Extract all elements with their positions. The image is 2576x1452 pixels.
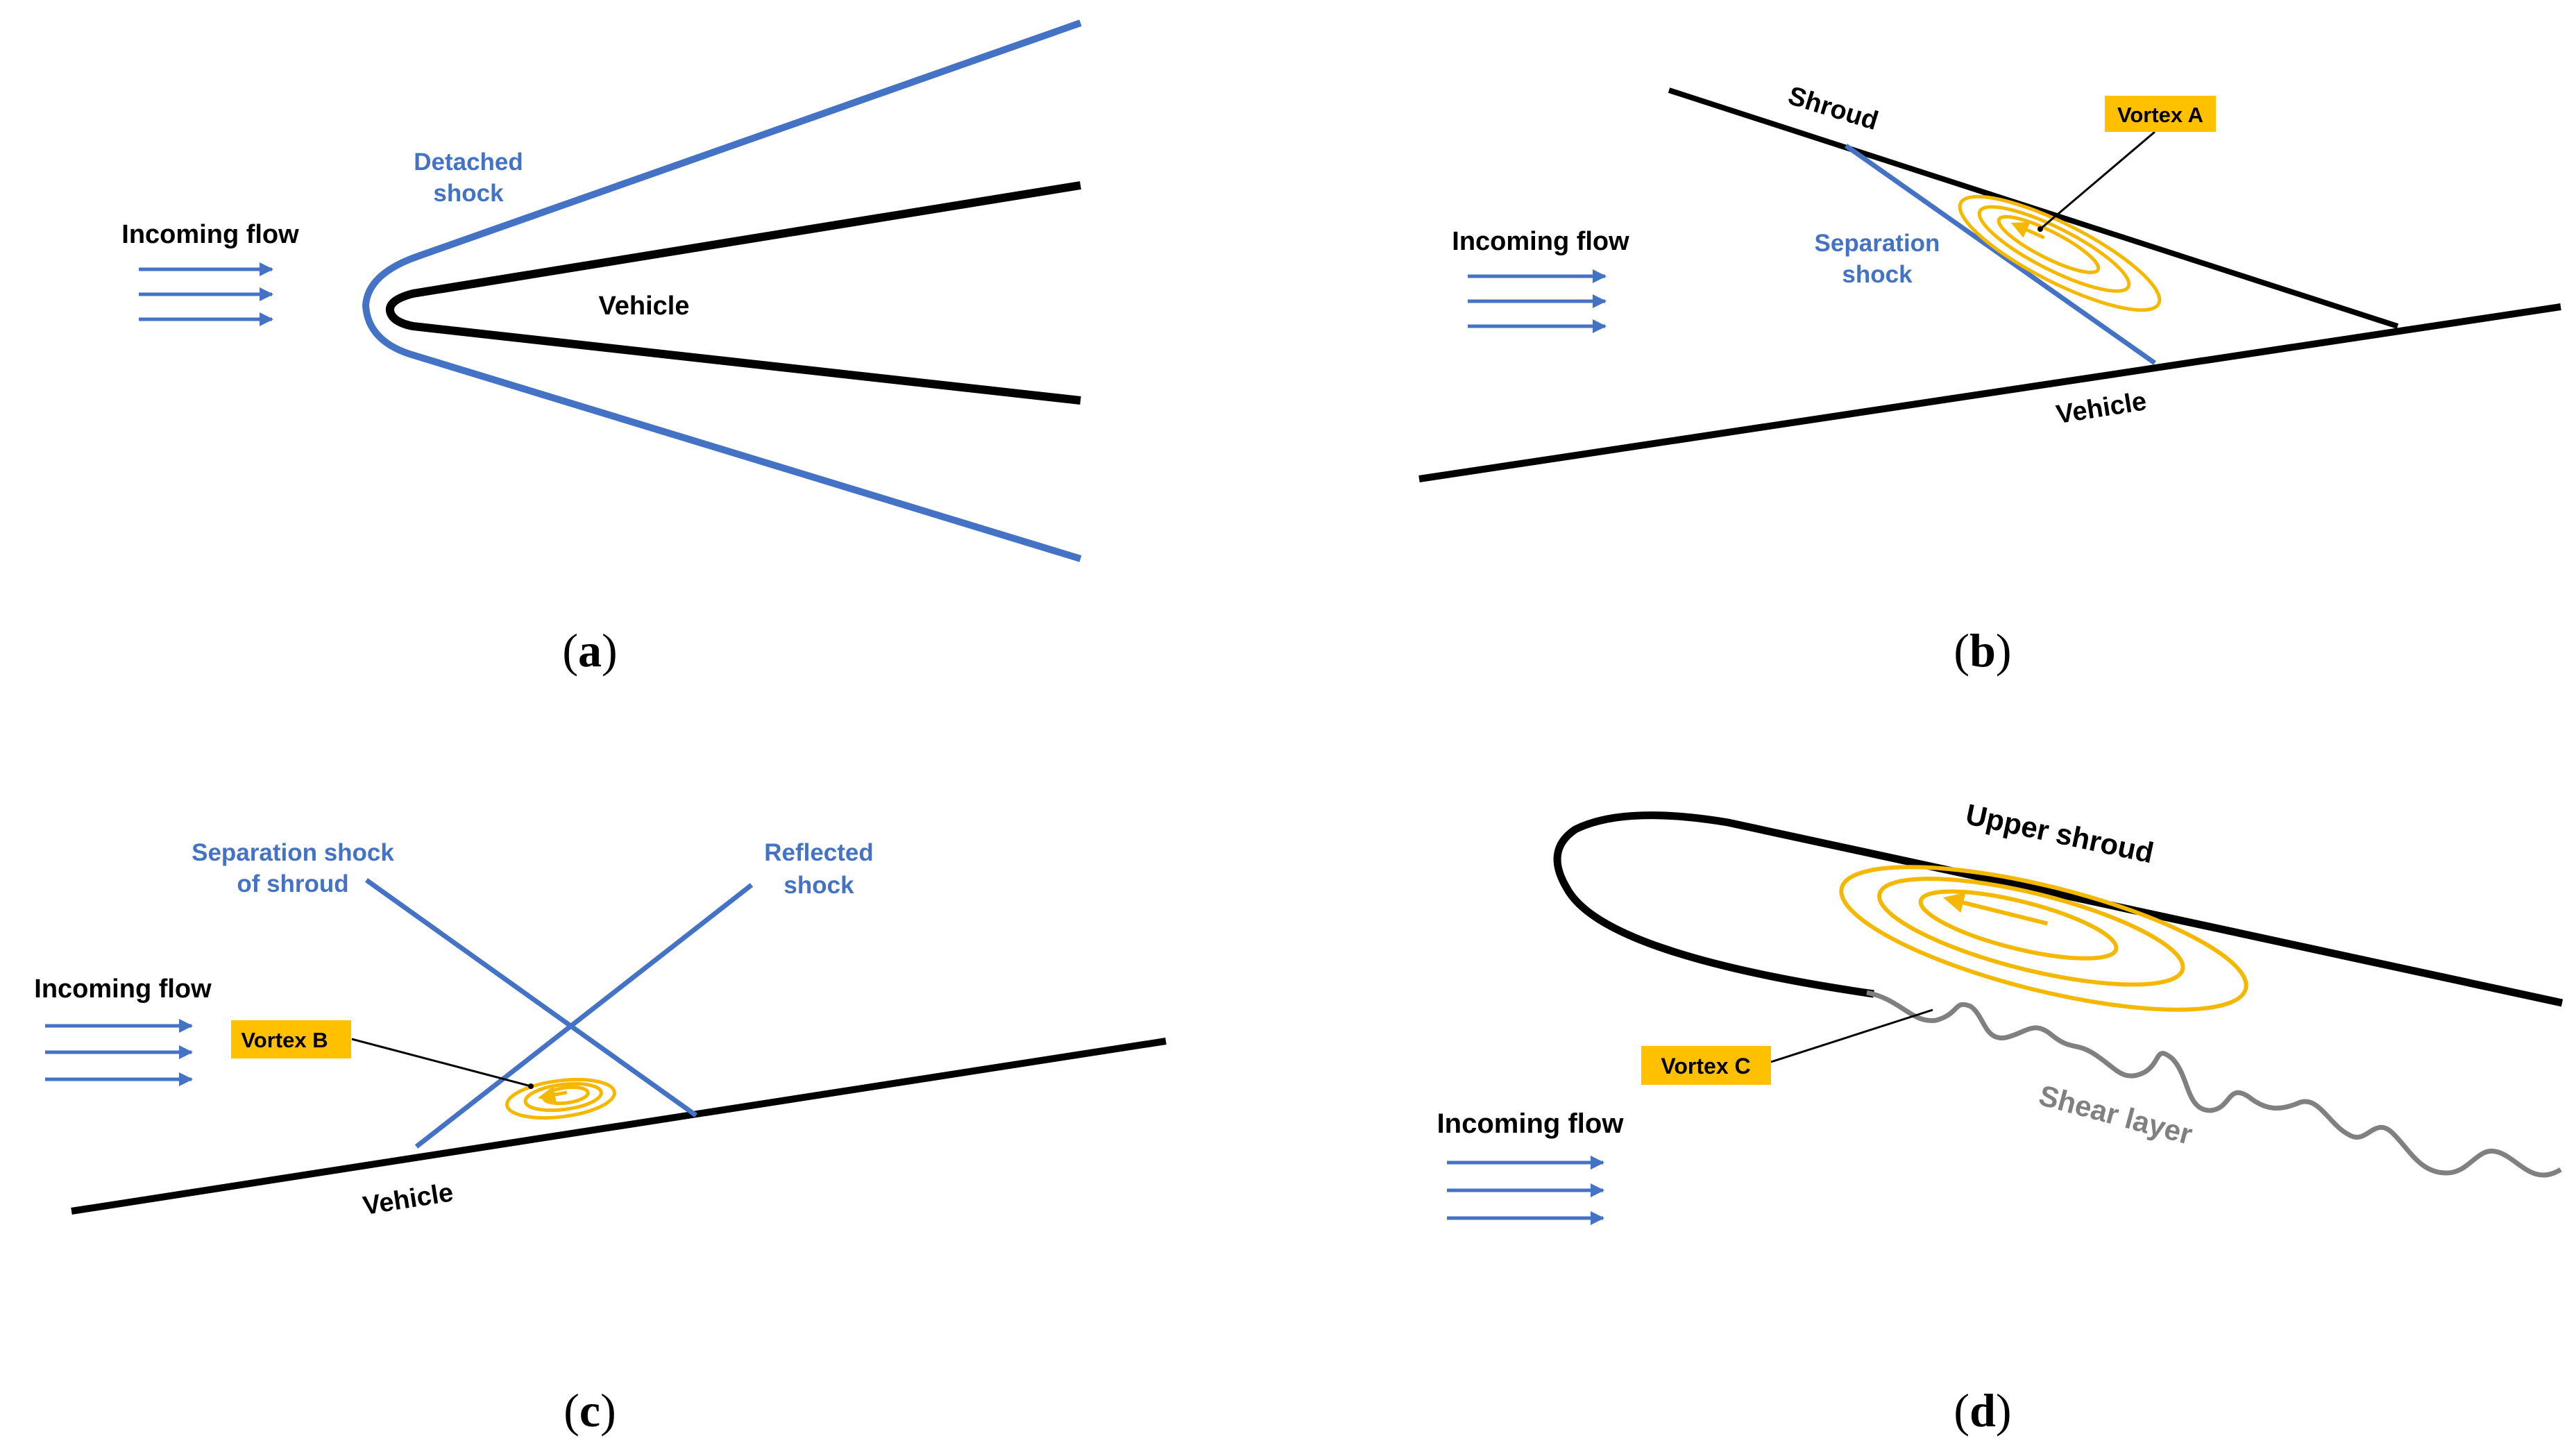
vortex-c-leader-line — [1770, 1008, 1933, 1063]
reflected-shock — [414, 883, 754, 1149]
vehicle-label-c: Vehicle — [361, 1178, 455, 1221]
incoming-flow-label-d: Incoming flow — [1437, 1108, 1625, 1139]
reflected-shock-label-line2: shock — [783, 872, 854, 899]
incoming-flow-arrows-a — [139, 262, 273, 326]
incoming-flow-label-b: Incoming flow — [1452, 227, 1629, 256]
upper-shroud — [1553, 811, 2564, 1007]
separation-shock-b — [1844, 144, 2157, 365]
incoming-flow-arrows-d — [1447, 1156, 1604, 1225]
vehicle-line-b — [1418, 303, 2561, 482]
panel-label-a: (a) — [562, 624, 617, 677]
upper-shroud-label: Upper shroud — [1963, 797, 2156, 869]
vortex-b-spiral — [505, 1077, 616, 1120]
panel-label-d: (d) — [1954, 1384, 2011, 1437]
vehicle-line-c — [71, 1038, 1167, 1215]
detached-shock — [362, 19, 1082, 562]
panel-b: Incoming flow Shroud Vehicle Separation … — [1418, 81, 2561, 677]
panel-label-b: (b) — [1954, 624, 2011, 677]
vortex-b-leader-dot — [528, 1083, 534, 1089]
separation-shock-label-line1: Separation — [1815, 230, 1940, 257]
vortex-b-label: Vortex B — [241, 1028, 328, 1052]
panel-c: Incoming flow Vehicle Separation shock o… — [34, 839, 1167, 1437]
vortex-b-leader-line — [351, 1038, 532, 1088]
vortex-c-spiral — [1839, 865, 2248, 1012]
vortex-a-label-box — [2105, 96, 2216, 132]
incoming-flow-arrows-b — [1468, 269, 1607, 333]
shroud-label: Shroud — [1785, 81, 1881, 136]
vortex-c-label: Vortex C — [1661, 1054, 1750, 1079]
separation-shock-label-line2: shock — [1842, 261, 1913, 288]
vortex-b-label-box — [231, 1020, 351, 1058]
vortex-a-leader-dot — [2037, 226, 2043, 232]
vortex-a-label: Vortex A — [2117, 103, 2203, 127]
separation-shock-of-shroud — [364, 878, 698, 1117]
vortex-c-label-box — [1641, 1046, 1771, 1085]
panel-d: Incoming flow Upper shroud Shear layer V… — [1437, 797, 2564, 1437]
separation-shock-of-shroud-label-line1: Separation shock — [192, 839, 394, 866]
shear-layer-label: Shear layer — [2035, 1079, 2196, 1151]
reflected-shock-label-line1: Reflected — [764, 839, 874, 866]
incoming-flow-arrows-c — [45, 1019, 193, 1086]
detached-shock-label-line2: shock — [433, 180, 504, 207]
detached-shock-label-line1: Detached — [414, 149, 523, 176]
incoming-flow-label-a: Incoming flow — [121, 220, 299, 249]
separation-shock-of-shroud-label-line2: of shroud — [237, 870, 348, 897]
vehicle-label-b: Vehicle — [2054, 387, 2149, 430]
panel-a: Incoming flow Detached shock Vehicle (a) — [121, 19, 1082, 677]
incoming-flow-label-c: Incoming flow — [34, 974, 212, 1004]
shear-layer — [1866, 990, 2562, 1178]
vehicle-label-a: Vehicle — [599, 292, 690, 321]
vehicle-wedge-a — [385, 181, 1081, 405]
panel-label-c: (c) — [564, 1384, 616, 1437]
vortex-a-leader-line — [2040, 130, 2155, 230]
vortex-a-spiral — [1958, 194, 2162, 312]
